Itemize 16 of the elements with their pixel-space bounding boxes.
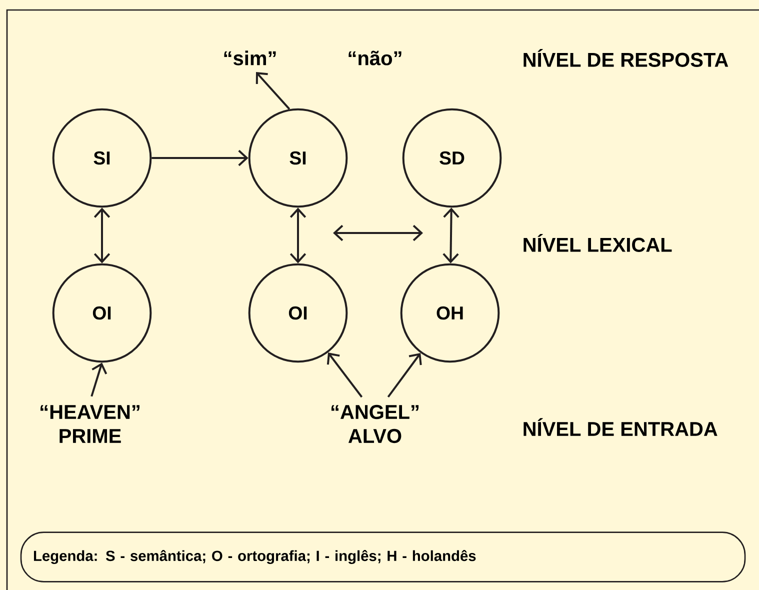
level-label: NÍVEL DE RESPOSTA <box>524 49 728 67</box>
arrow <box>442 208 460 264</box>
arrow <box>256 72 290 110</box>
arrow <box>152 150 248 166</box>
legend-box: Legenda: S - semântica; O - ortografia; I - inglês; H - holandês <box>20 532 746 582</box>
level-label: “não” <box>348 50 402 66</box>
arrow <box>290 208 306 264</box>
level-label: NÍVEL LEXICAL <box>524 234 672 252</box>
arrow <box>94 208 110 264</box>
stimulus-label: “ANGEL” ALVO <box>331 404 419 444</box>
arrow <box>326 352 363 398</box>
stimulus-label: “sim” <box>224 50 276 66</box>
arrow <box>387 353 422 398</box>
arrow <box>90 362 108 397</box>
level-label: NÍVEL DE ENTRADA <box>524 418 718 436</box>
stimulus-label: “HEAVEN” PRIME <box>40 405 140 443</box>
